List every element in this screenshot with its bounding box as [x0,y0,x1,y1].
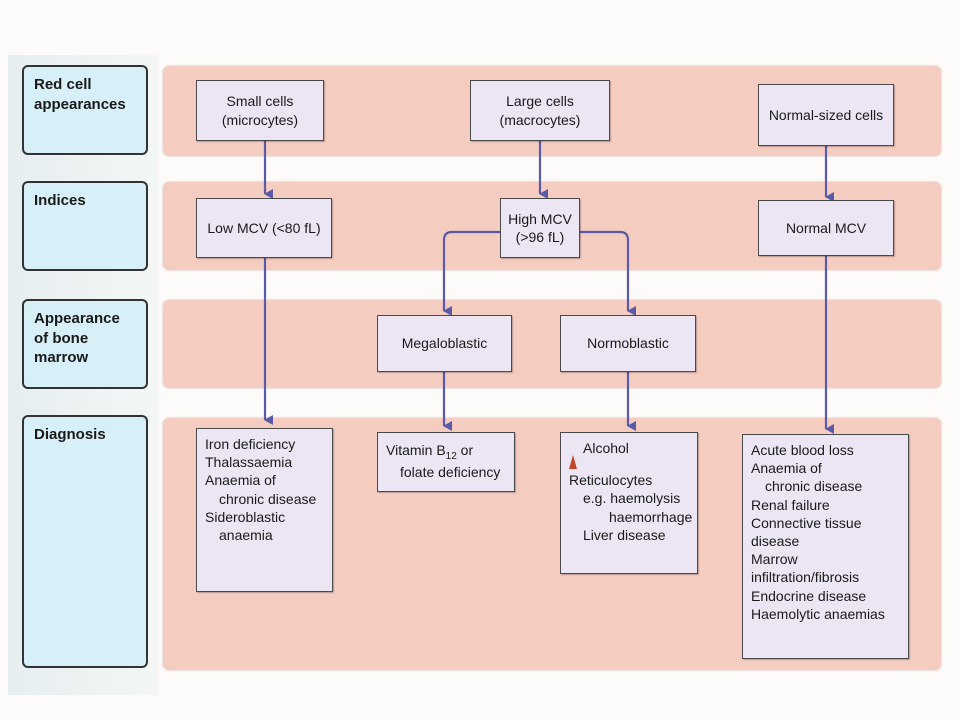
diagnosis-item: Reticulocytes [569,455,689,489]
node-diagnosis-normocytic: Acute blood loss Anaemia of chronic dise… [742,434,909,659]
node-diagnosis-normoblastic: Alcohol Reticulocytes e.g. haemolysis ha… [560,432,698,574]
node-megaloblastic: Megaloblastic [377,315,512,372]
node-large-cells: Large cells(macrocytes) [470,80,610,141]
band-marrow [163,300,941,388]
diagnosis-item: Iron deficiency [205,436,296,452]
node-diagnosis-microcytic: Iron deficiency Thalassaemia Anaemia of … [196,428,333,592]
row-label-marrow: Appearance of bone marrow [22,299,148,389]
diagnosis-item: Anaemia of [751,460,822,477]
diagnosis-item: Liver disease [583,526,666,543]
row-label-diagnosis: Diagnosis [22,415,148,668]
diagnosis-item: e.g. haemolysis [583,490,681,507]
node-diagnosis-megaloblastic: Vitamin B12 or folate deficiency [377,432,515,492]
node-high-mcv: High MCV(>96 fL) [500,198,580,258]
node-small-cells: Small cells(microcytes) [196,80,324,141]
node-normal-mcv: Normal MCV [758,200,894,256]
row-label-indices: Indices [22,181,148,271]
diagnosis-item: chronic disease [219,490,317,507]
row-label-red-cell: Red cell appearances [22,65,148,155]
node-normoblastic: Normoblastic [560,315,696,372]
node-low-mcv: Low MCV (<80 fL) [196,198,332,258]
diagnosis-item: Endocrine disease [751,587,867,604]
diagnosis-item: Sideroblastic [205,508,286,525]
diagnosis-item: Renal failure [751,496,830,513]
diagnosis-item: haemorrhage [609,508,693,525]
diagnosis-item: anaemia [219,526,273,543]
diagnosis-item: Marrow infiltration/fibrosis [751,551,860,586]
increase-arrow-icon [569,455,577,470]
diagnosis-item: Alcohol [583,440,629,456]
diagnosis-item: Anaemia of [205,472,276,489]
node-normal-cells: Normal-sized cells [758,84,894,146]
diagnosis-item: Haemolytic anaemias [751,605,885,622]
diagnosis-item: Connective tissue disease [751,514,862,549]
diagnosis-item: chronic disease [765,478,863,495]
diagnosis-item: Thalassaemia [205,454,293,471]
diagnosis-item: Acute blood loss [751,442,854,458]
diagnosis-item: folate deficiency [400,463,501,480]
diagnosis-item: Vitamin B12 or [386,442,474,462]
